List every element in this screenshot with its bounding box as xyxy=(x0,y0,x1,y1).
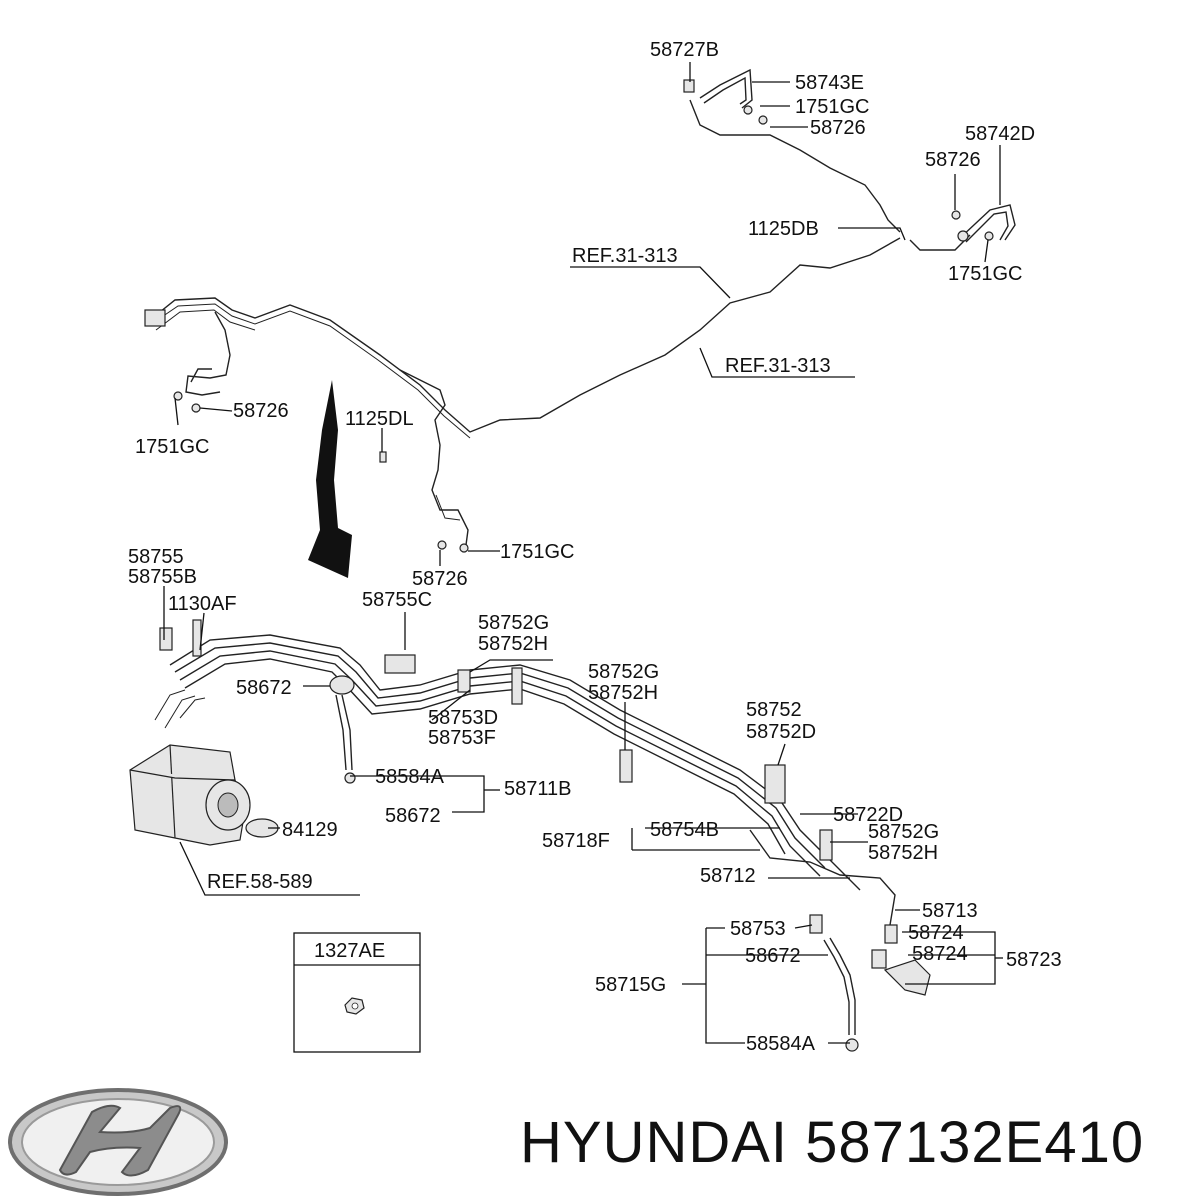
label-58753: 58753 xyxy=(730,918,786,940)
hose-58715g xyxy=(823,937,859,1052)
hyundai-logo-icon xyxy=(8,1088,228,1196)
label-58752h: 58752H xyxy=(588,682,658,704)
label-58711b: 58711B xyxy=(504,778,571,800)
label-58755: 58755 xyxy=(128,546,184,568)
label-58723: 58723 xyxy=(1006,949,1062,971)
label-ref-31-313: REF.31-313 xyxy=(572,245,678,267)
label-58753f: 58753F xyxy=(428,727,496,749)
label-1327ae: 1327AE xyxy=(314,940,385,962)
label-58754b: 58754B xyxy=(650,819,719,841)
label-58672: 58672 xyxy=(745,945,801,967)
label-58713: 58713 xyxy=(922,900,978,922)
brand-part-number: HYUNDAI 587132E410 xyxy=(520,1110,1145,1175)
label-58752h: 58752H xyxy=(478,633,548,655)
label-58724: 58724 xyxy=(908,922,964,944)
label-58752d: 58752D xyxy=(746,721,816,743)
label-58753d: 58753D xyxy=(428,707,498,729)
part-box-1327ae xyxy=(293,932,421,1053)
label-58726: 58726 xyxy=(810,117,866,139)
label-1125dl: 1125DL xyxy=(345,408,414,430)
label-58718f: 58718F xyxy=(542,830,610,852)
label-1751gc: 1751GC xyxy=(795,96,870,118)
label-84129: 84129 xyxy=(282,819,338,841)
label-58752h: 58752H xyxy=(868,842,938,864)
brake-tube-bundle xyxy=(154,627,896,926)
label-58743e: 58743E xyxy=(795,72,864,94)
label-1751gc: 1751GC xyxy=(135,436,210,458)
label-1125db: 1125DB xyxy=(748,218,819,240)
label-58726: 58726 xyxy=(233,400,289,422)
rear-hose-right xyxy=(951,204,1016,243)
label-58672: 58672 xyxy=(236,677,292,699)
label-58742d: 58742D xyxy=(965,123,1035,145)
hose-58711b xyxy=(329,675,356,784)
label-58724: 58724 xyxy=(912,943,968,965)
part-labels: 58727B 58743E 1751GC 58726 58742D 58726 … xyxy=(128,39,1062,1055)
center-hose xyxy=(379,369,469,553)
clips xyxy=(192,619,931,996)
leader-lines xyxy=(163,62,1003,1044)
label-58584a: 58584A xyxy=(746,1033,816,1055)
label-58752g: 58752G xyxy=(478,612,549,634)
label-58712: 58712 xyxy=(700,865,756,887)
label-58584a: 58584A xyxy=(375,766,445,788)
brake-line-main xyxy=(149,99,971,439)
abs-modulator-unit xyxy=(129,744,279,846)
label-58672: 58672 xyxy=(385,805,441,827)
label-1130af: 1130AF xyxy=(168,593,237,615)
label-58726: 58726 xyxy=(925,149,981,171)
direction-arrow xyxy=(308,380,352,578)
label-58755c: 58755C xyxy=(362,589,432,611)
label-58722d: 58722D xyxy=(833,804,903,826)
label-1751gc: 1751GC xyxy=(948,263,1023,285)
label-ref-58-589: REF.58-589 xyxy=(207,871,313,893)
nut-1327ae xyxy=(344,997,365,1015)
label-58752g: 58752G xyxy=(588,661,659,683)
label-1751gc: 1751GC xyxy=(500,541,575,563)
label-58752: 58752 xyxy=(746,699,802,721)
label-58727b: 58727B xyxy=(650,39,719,61)
label-58752g: 58752G xyxy=(868,821,939,843)
label-58726: 58726 xyxy=(412,568,468,590)
label-58755b: 58755B xyxy=(128,566,197,588)
label-ref-31-313: REF.31-313 xyxy=(725,355,831,377)
label-58715g: 58715G xyxy=(595,974,666,996)
rear-hose-top xyxy=(683,68,768,125)
front-hose-left xyxy=(144,309,231,413)
